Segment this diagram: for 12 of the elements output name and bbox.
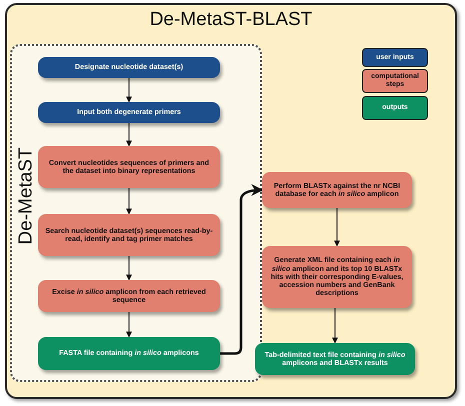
dotted-panel — [10, 44, 262, 382]
panel-title: De-MetaST-BLAST — [148, 9, 314, 31]
arrow — [126, 312, 132, 338]
arrow — [334, 208, 340, 247]
arrow — [126, 122, 132, 147]
arrow — [126, 78, 132, 103]
arrow — [126, 188, 132, 215]
arrow — [332, 308, 338, 344]
arrow — [220, 184, 264, 355]
outer-panel — [5, 3, 457, 399]
vertical-panel-title: De-MetaST — [15, 147, 38, 245]
arrow — [126, 256, 132, 281]
